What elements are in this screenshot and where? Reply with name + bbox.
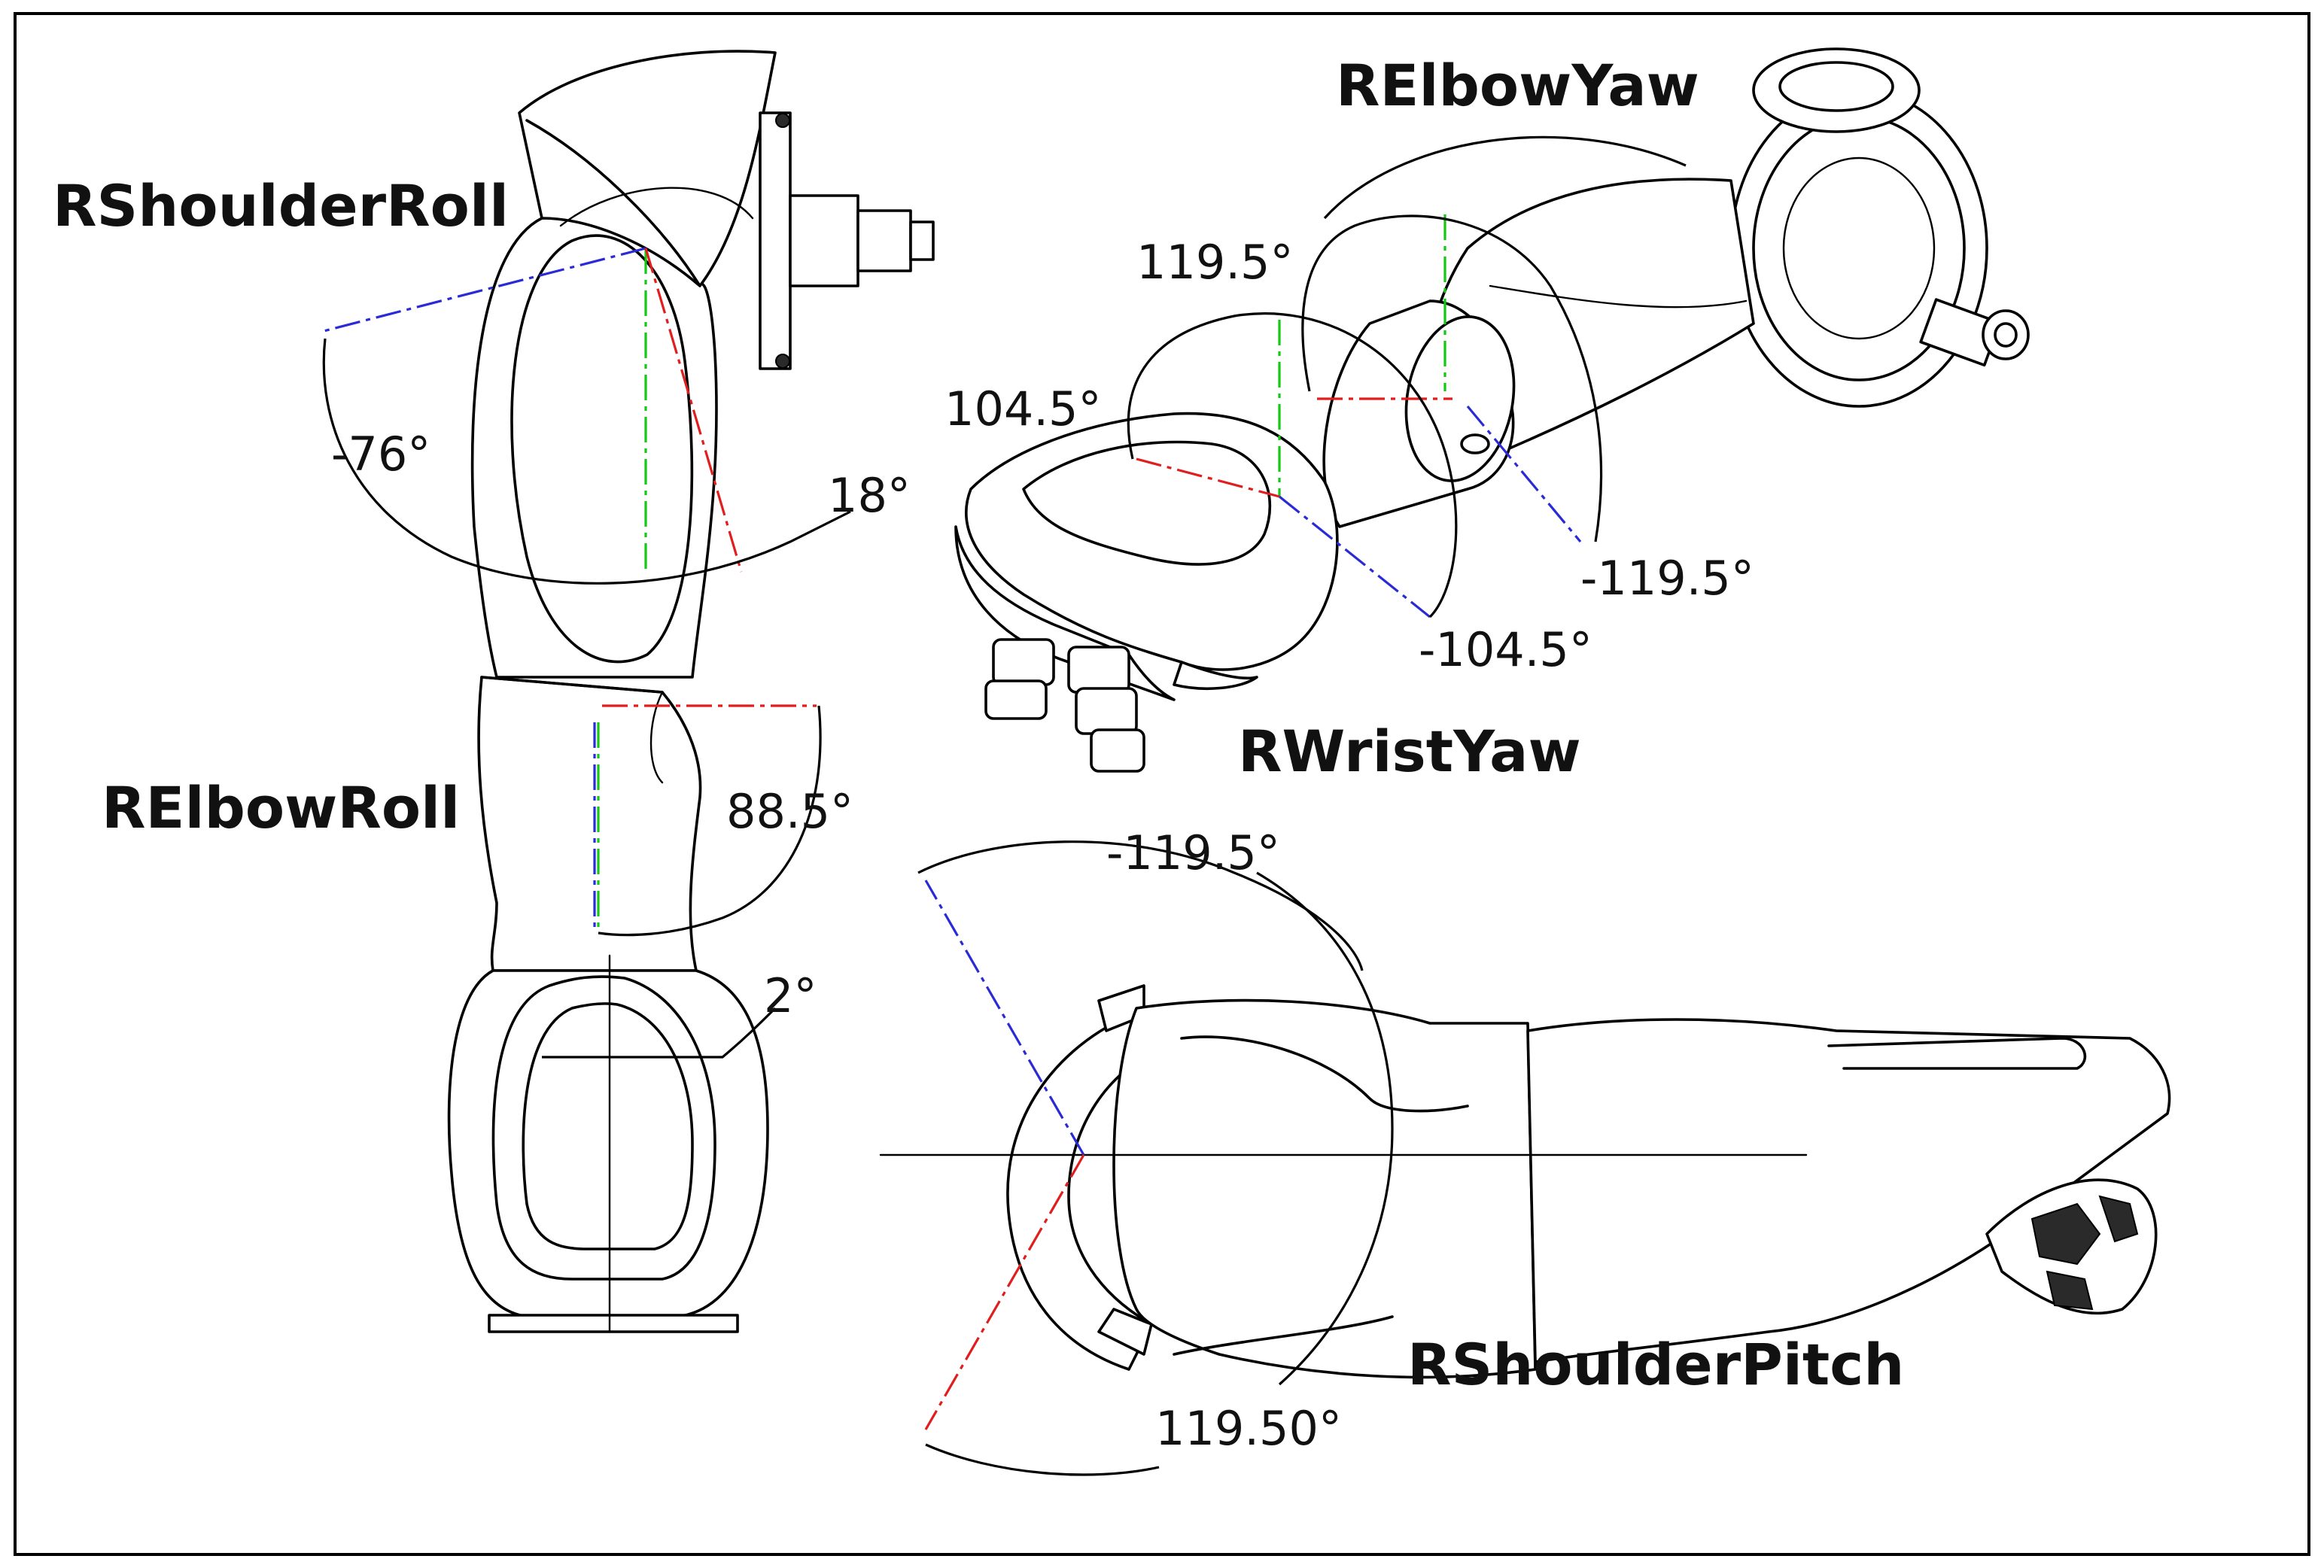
forearm-perspective-axes — [1127, 135, 1687, 618]
shoulder-pitch-arc-lower — [925, 1443, 1160, 1476]
shoulder-roll-axis-blue — [323, 247, 646, 333]
shoulder-pitch-arc-bottom — [1256, 871, 1394, 1386]
shoulder-pitch-label: RShoulderPitch — [1407, 1331, 1904, 1398]
elbow-yaw-arc — [1301, 214, 1603, 542]
elbow-roll-max-angle: 2° — [764, 968, 817, 1023]
elbow-roll-min-angle: 88.5° — [726, 784, 853, 839]
wrist-yaw-arc — [1127, 312, 1458, 618]
shoulder-pitch-min-angle: -119.5° — [1106, 825, 1280, 880]
elbow-yaw-max-angle: -119.5° — [1580, 551, 1754, 606]
shoulder-roll-min-angle: -76° — [331, 427, 430, 482]
horizontal-arm-drawing — [1006, 984, 2171, 1379]
wrist-yaw-max-angle: -104.5° — [1419, 622, 1592, 677]
shoulder-pitch-axis-blue — [924, 880, 1085, 1156]
shoulder-pitch-axis-red — [924, 1154, 1085, 1430]
wrist-yaw-label: RWristYaw — [1238, 718, 1581, 785]
wrist-roll-arc — [542, 1007, 777, 1059]
elbow-yaw-arc-top — [1323, 135, 1687, 220]
shoulder-pitch-arc-top — [917, 840, 1364, 971]
elbow-yaw-label: RElbowYaw — [1336, 52, 1699, 119]
wrist-yaw-axis-red — [1136, 457, 1280, 498]
shoulder-roll-arc — [322, 338, 851, 585]
wrist-yaw-min-angle: 104.5° — [945, 381, 1102, 436]
elbow-yaw-axis-blue — [1466, 405, 1582, 543]
elbow-roll-label: RElbowRoll — [102, 774, 460, 841]
hand-fingers — [984, 638, 1145, 773]
elbow-yaw-min-angle: 119.5° — [1136, 235, 1294, 290]
shoulder-pitch-max-angle: 119.50° — [1155, 1401, 1342, 1456]
forearm-perspective-drawing — [954, 47, 2030, 773]
wrist-yaw-axis-blue — [1279, 495, 1431, 618]
shoulder-roll-max-angle: 18° — [828, 468, 911, 523]
shoulder-roll-axis-red — [644, 248, 743, 573]
horizontal-arm-axes — [879, 840, 1808, 1476]
shoulder-roll-label: RShoulderRoll — [53, 172, 509, 239]
vertical-arm-axes — [322, 247, 851, 1059]
vertical-arm-drawing — [447, 50, 935, 1333]
elbow-roll-arc — [598, 705, 822, 937]
